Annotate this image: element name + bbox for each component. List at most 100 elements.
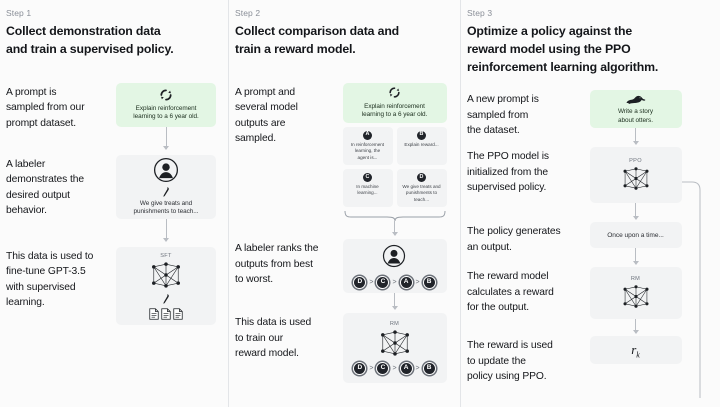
- ppo-model-card: PPO: [589, 147, 682, 204]
- step-3-title: Optimize a policy against the reward mod…: [467, 24, 659, 74]
- step-1-column: Step 1 Collect demonstration data and tr…: [0, 0, 228, 407]
- flow-arrow: [163, 126, 169, 150]
- ranking-row: D > C > A > B: [353, 275, 436, 289]
- step-1-label: Step 1: [6, 8, 32, 18]
- step-3-row-4: The reward model calculates a reward for…: [467, 267, 710, 335]
- flow-arrow: [632, 248, 639, 266]
- step-2-label: Step 2: [235, 8, 261, 18]
- sft-tag: SFT: [160, 252, 172, 259]
- rank-separator: >: [369, 365, 374, 373]
- rank-separator: >: [415, 278, 420, 286]
- step-3-row-5: The reward is used to update the policy …: [467, 336, 710, 384]
- output-option-b: B Explain reward...: [396, 126, 447, 165]
- step-2-title: Collect comparison data and train a rewa…: [235, 24, 400, 56]
- rank-chip-1: D: [353, 362, 367, 376]
- step-3-row-3: The policy generates an output. Once upo…: [467, 222, 710, 266]
- grouping-brace-icon: [343, 209, 447, 222]
- otter-icon: [625, 93, 647, 105]
- step-2-row-1-visual: Explain reinforcement learning to a 6 ye…: [339, 82, 450, 237]
- step-3-label: Step 3: [467, 8, 493, 18]
- flow-arrow: [391, 221, 398, 237]
- step-1-row-1-visual: Explain reinforcement learning to a 6 ye…: [114, 82, 218, 150]
- neural-network-icon: [147, 260, 185, 290]
- step-2-row-2: A labeler ranks the outputs from best to…: [235, 239, 450, 311]
- labeler-rank-card: D > C > A > B: [342, 239, 447, 294]
- reward-symbol: rk: [631, 342, 640, 360]
- neural-network-icon: [376, 328, 414, 358]
- step-1-row-3: This data is used to fine-tune GPT-3.5 w…: [6, 246, 218, 325]
- person-icon: [382, 244, 408, 270]
- ppo-tag: PPO: [629, 158, 642, 165]
- reward-model-card: RM: [589, 267, 682, 320]
- step-2-row-1: A prompt and several model outputs are s…: [235, 82, 450, 237]
- sft-card: SFT: [116, 246, 216, 325]
- reward-symbol-base: r: [631, 341, 637, 357]
- step-3-row-2-visual: PPO: [585, 147, 710, 221]
- step-3-row-3-text: The policy generates an output.: [467, 226, 561, 253]
- neural-network-icon: [619, 283, 653, 310]
- step-3-row-5-text: The reward is used to update the policy …: [467, 340, 553, 383]
- step-1-row-3-visual: SFT: [114, 246, 218, 325]
- rank-chip-2: C: [376, 275, 390, 289]
- prompt-card-caption: Explain reinforcement learning to a 6 ye…: [133, 104, 199, 121]
- labeler-demo-caption: We give treats and punishments to teach.…: [133, 199, 199, 216]
- rank-chip-4: B: [422, 362, 436, 376]
- step-3-row-2-text: The PPO model is initialized from the su…: [467, 151, 549, 194]
- option-text-c: In machine learning...: [356, 183, 379, 196]
- step-3-row-1-visual: Write a story about otters.: [585, 90, 710, 146]
- flow-arrow: [632, 319, 639, 335]
- step-2-row-3-text: This data is used to train our reward mo…: [235, 317, 312, 360]
- step-3-row-3-visual: Once upon a time...: [585, 222, 710, 266]
- model-outputs-grid: A In reinforcement learning, the agent i…: [342, 126, 447, 208]
- new-prompt-caption: Write a story about otters.: [617, 108, 654, 124]
- step-2-row-3-visual: RM: [339, 313, 450, 384]
- step-2-row-3: This data is used to train our reward mo…: [235, 313, 450, 384]
- ranking-row: D > C > A > B: [353, 362, 436, 376]
- output-option-a: A In reinforcement learning, the agent i…: [342, 126, 393, 165]
- reward-symbol-subscript: k: [636, 350, 640, 360]
- step-1-row-1: A prompt is sampled from our prompt data…: [6, 82, 218, 150]
- rm-tag: RM: [389, 321, 400, 328]
- reward-model-card: RM: [342, 313, 447, 384]
- step-1-row-1-text: A prompt is sampled from our prompt data…: [6, 86, 85, 129]
- new-prompt-card: Write a story about otters.: [589, 90, 682, 129]
- rank-chip-3: A: [399, 275, 413, 289]
- policy-output-text: Once upon a time...: [607, 231, 664, 239]
- rank-separator: >: [392, 365, 397, 373]
- step-2-column: Step 2 Collect comparison data and train…: [228, 0, 460, 407]
- step-3-column: Step 3 Optimize a policy against the rew…: [460, 0, 720, 407]
- output-option-d: D We give treats and punishments to teac…: [396, 168, 447, 208]
- rank-chip-3: A: [399, 362, 413, 376]
- option-badge-d: D: [417, 172, 426, 182]
- option-text-d: We give treats and punishments to teach.…: [402, 183, 441, 202]
- reward-value-card: rk: [589, 336, 682, 365]
- step-3-row-4-visual: RM: [585, 267, 710, 335]
- refresh-icon: [159, 88, 173, 102]
- person-icon: [153, 157, 179, 183]
- step-3-row-5-visual: rk: [585, 336, 710, 365]
- step-2-row-2-text: A labeler ranks the outputs from best to…: [235, 243, 319, 286]
- flow-arrow: [632, 203, 639, 221]
- option-badge-b: B: [417, 130, 426, 140]
- prompt-card-caption: Explain reinforcement learning to a 6 ye…: [361, 102, 428, 119]
- document-icon: [149, 307, 159, 320]
- prompt-card: Explain reinforcement learning to a 6 ye…: [342, 82, 447, 123]
- policy-output-card: Once upon a time...: [589, 222, 682, 249]
- option-badge-c: C: [363, 172, 372, 182]
- step-3-row-2: The PPO model is initialized from the su…: [467, 147, 710, 221]
- step-1-row-2: A labeler demonstrates the desired outpu…: [6, 154, 218, 242]
- rank-separator: >: [392, 278, 397, 286]
- rank-chip-4: B: [422, 275, 436, 289]
- option-badge-a: A: [363, 130, 372, 140]
- pencil-icon: [161, 185, 171, 197]
- document-icon: [161, 307, 171, 320]
- flow-arrow: [163, 218, 169, 242]
- step-1-row-3-text: This data is used to fine-tune GPT-3.5 w…: [6, 250, 94, 308]
- prompt-card: Explain reinforcement learning to a 6 ye…: [116, 82, 216, 127]
- step-1-title: Collect demonstration data and train a s…: [6, 24, 174, 56]
- step-2-row-1-text: A prompt and several model outputs are s…: [235, 86, 298, 144]
- labeler-demo-card: We give treats and punishments to teach.…: [116, 154, 216, 219]
- step-1-row-2-text: A labeler demonstrates the desired outpu…: [6, 158, 84, 216]
- neural-network-icon: [619, 165, 653, 192]
